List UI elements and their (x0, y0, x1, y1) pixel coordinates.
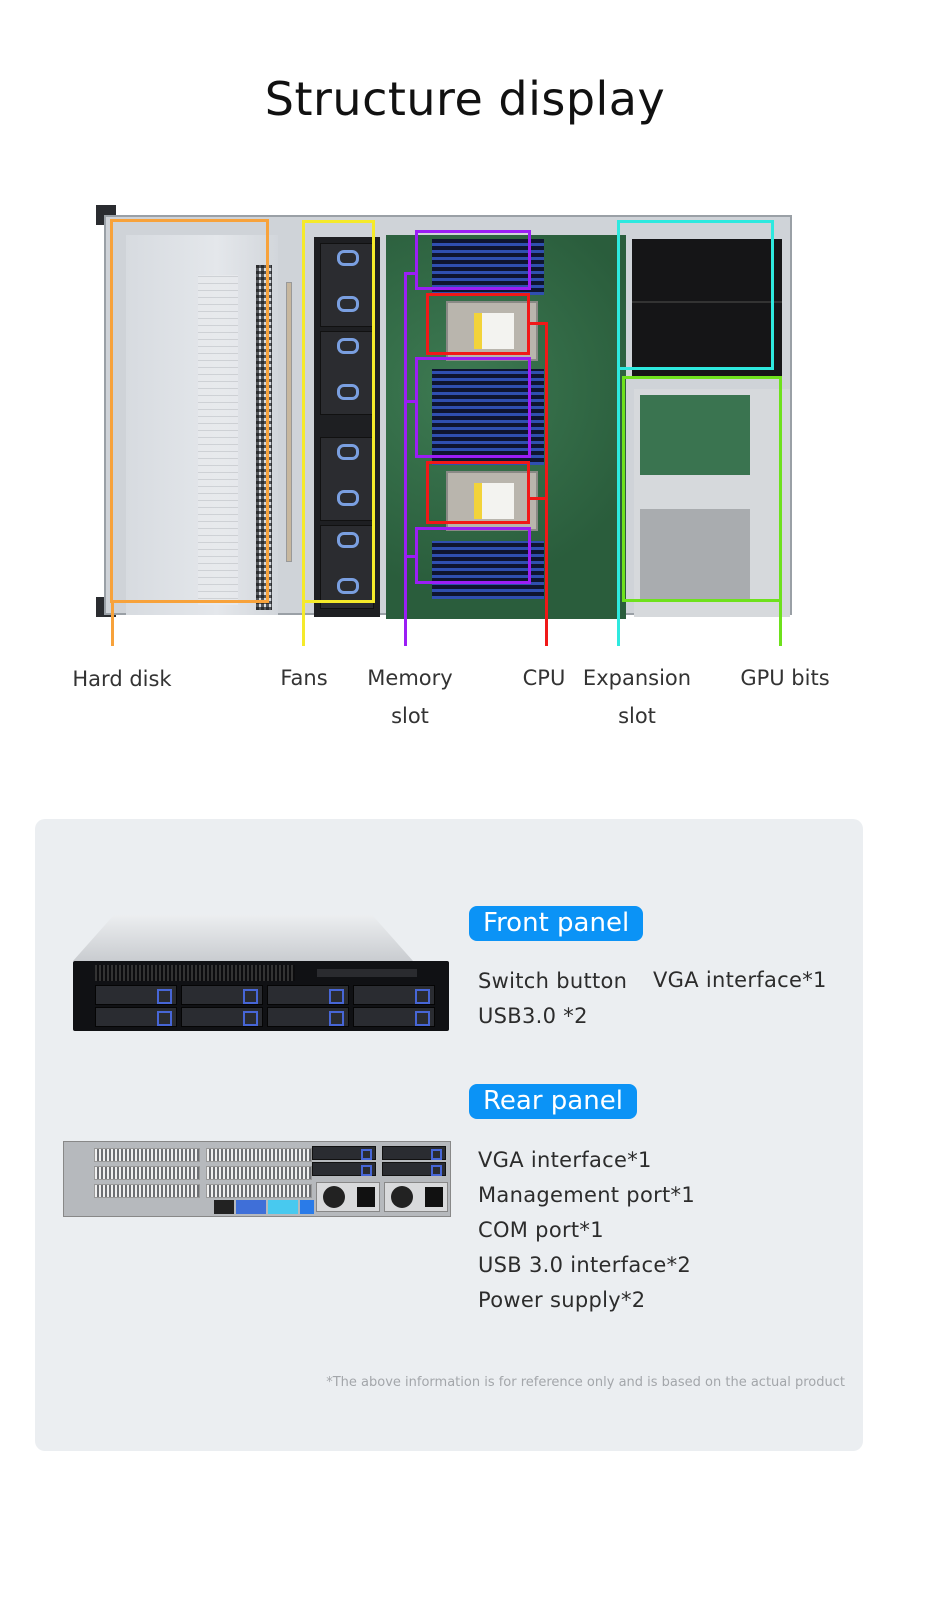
cpu-socket (446, 301, 538, 361)
label-memory-slot: Memory slot (367, 666, 453, 728)
cpu-connector (530, 322, 546, 325)
fan-bay (314, 237, 380, 617)
hard-disk-cover (126, 235, 278, 615)
front-spec-usb: USB3.0 *2 (478, 1004, 588, 1028)
rear-spec-usb: USB 3.0 interface*2 (478, 1253, 692, 1277)
cpu-highlight-box (426, 461, 530, 524)
memory-slot-connector (404, 400, 416, 403)
rear-panel-heading: Rear panel (469, 1084, 637, 1119)
memory-slot-highlight-box (415, 357, 531, 458)
server-top-view-image (96, 205, 796, 623)
fans-highlight-box (302, 220, 375, 603)
gpu-bits-highlight-box (622, 376, 782, 602)
server-lid (73, 915, 413, 961)
expansion-slot-highlight-box (617, 220, 774, 370)
rear-spec-management-port: Management port*1 (478, 1183, 696, 1207)
front-spec-vga: VGA interface*1 (653, 968, 827, 992)
rear-spec-vga: VGA interface*1 (478, 1148, 652, 1172)
memory-slot-highlight-box (415, 230, 531, 290)
usb-port (300, 1200, 314, 1214)
front-panel-heading: Front panel (469, 906, 644, 941)
page-title: Structure display (264, 72, 666, 126)
gpu-bits-leader-line (779, 600, 782, 646)
cpu-connector (530, 497, 546, 500)
server-front-face (73, 961, 449, 1031)
cpu-leader-line (545, 322, 548, 646)
label-fans: Fans (280, 666, 328, 690)
panels-card: Front panel Switch button VGA interface*… (35, 819, 863, 1451)
management-port (214, 1200, 234, 1214)
cpu-highlight-box (426, 293, 530, 355)
dimm-bank (432, 369, 544, 465)
dimm-bank (432, 239, 544, 295)
hard-disk-leader-line (111, 600, 114, 646)
label-cpu: CPU (522, 666, 566, 690)
gpu-bay (634, 389, 790, 617)
rear-spec-com-port: COM port*1 (478, 1218, 604, 1242)
com-port (268, 1200, 298, 1214)
disclaimer-footnote: *The above information is for reference … (326, 1375, 845, 1390)
rear-panel-image (63, 1141, 451, 1217)
spec-label-sticker (198, 275, 238, 605)
expansion-slot-leader-line (617, 368, 620, 646)
chassis (104, 215, 792, 619)
fans-leader-line (302, 600, 305, 646)
memory-slot-connector (404, 272, 416, 275)
hard-disk-highlight-box (110, 219, 269, 603)
rear-spec-power-supply: Power supply*2 (478, 1288, 646, 1312)
memory-slot-connector (404, 555, 416, 558)
memory-slot-highlight-box (415, 527, 531, 584)
dimm-bank (432, 541, 544, 599)
label-expansion-slot: Expansion slot (582, 666, 692, 728)
slide-rail (286, 282, 292, 562)
vga-port (236, 1200, 266, 1214)
front-spec-switch-button: Switch button (478, 969, 628, 993)
memory-slot-leader-line (404, 272, 407, 646)
label-hard-disk: Hard disk (72, 667, 172, 691)
label-gpu-bits: GPU bits (740, 666, 830, 690)
expansion-riser (632, 239, 782, 379)
